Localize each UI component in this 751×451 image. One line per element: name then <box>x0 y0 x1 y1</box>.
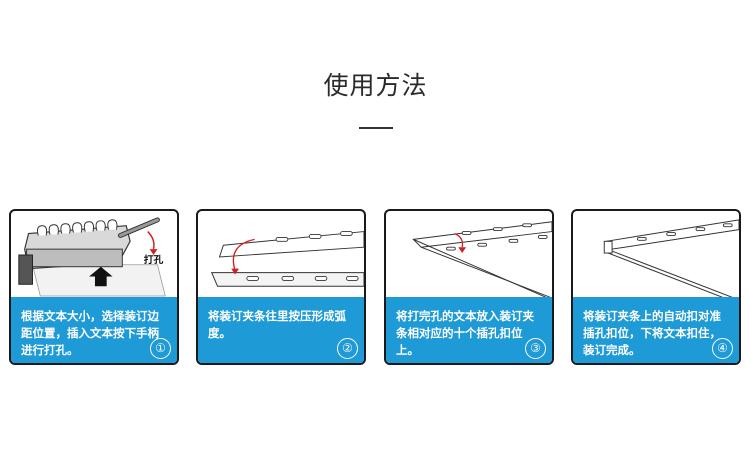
step-number-badge: ② <box>337 338 358 359</box>
step-card-1: 打孔 根据文本大小，选择装订边距位置，插入文本按下手柄进行打孔。 ① <box>9 209 179 365</box>
step-text: 将打完孔的文本放入装订夹条相对应的十个插孔扣位上。 <box>396 309 534 357</box>
punch-machine-illustration: 打孔 <box>18 217 166 297</box>
step-text: 将装订夹条上的自动扣对准插孔扣位，下将文本扣住，装订完成。 <box>583 309 721 357</box>
punch-label: 打孔 <box>144 253 164 266</box>
step-text: 根据文本大小，选择装订边距位置，插入文本按下手柄进行打孔。 <box>21 309 159 357</box>
step-caption: 将装订夹条上的自动扣对准插孔扣位，下将文本扣住，装订完成。 ④ <box>573 297 739 363</box>
step-number-badge: ④ <box>712 338 733 359</box>
step-card-3: 将打完孔的文本放入装订夹条相对应的十个插孔扣位上。 ③ <box>384 209 554 365</box>
step-number-badge: ① <box>150 338 171 359</box>
step-number-badge: ③ <box>525 338 546 359</box>
binding-strip-press-illustration <box>210 231 364 287</box>
step-caption: 将装订夹条往里按压形成弧度。 ② <box>198 297 364 363</box>
title-divider <box>359 127 393 129</box>
insert-document-illustration <box>412 221 552 299</box>
step-caption: 根据文本大小，选择装订边距位置，插入文本按下手柄进行打孔。 ① <box>11 297 177 363</box>
step-card-4: 将装订夹条上的自动扣对准插孔扣位，下将文本扣住，装订完成。 ④ <box>571 209 741 365</box>
step-card-2: 将装订夹条往里按压形成弧度。 ② <box>196 209 366 365</box>
page-title: 使用方法 <box>323 71 428 100</box>
step-caption: 将打完孔的文本放入装订夹条相对应的十个插孔扣位上。 ③ <box>386 297 552 363</box>
step-text: 将装订夹条往里按压形成弧度。 <box>208 309 346 340</box>
bound-document-illustration <box>603 219 739 299</box>
